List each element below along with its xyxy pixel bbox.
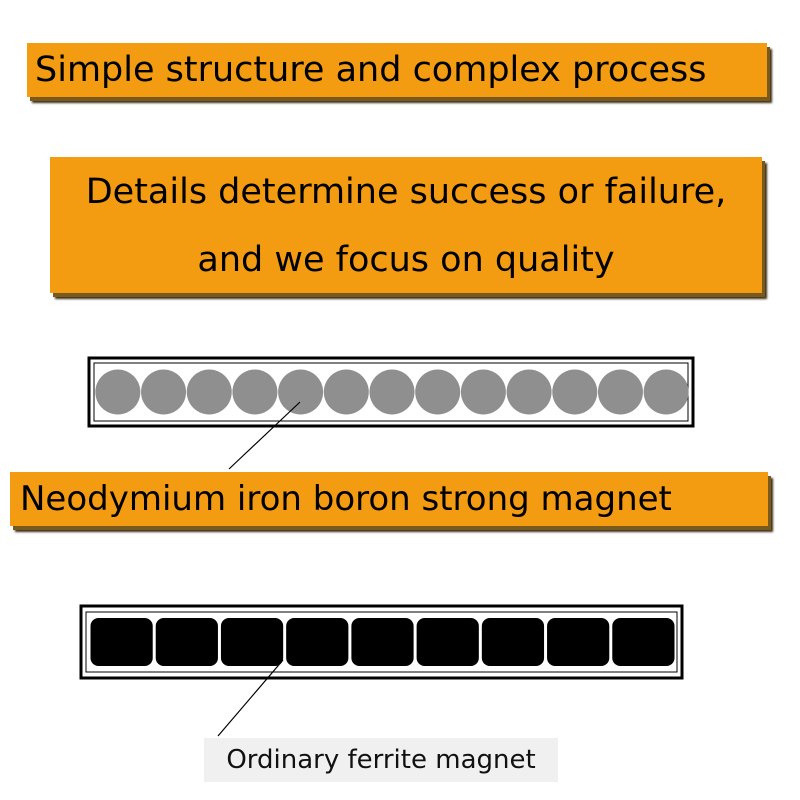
neodymium-magnet-disc — [141, 369, 187, 415]
neodymium-magnet-disc — [369, 369, 415, 415]
neodymium-strip — [87, 356, 695, 428]
ferrite-label-text: Ordinary ferrite magnet — [226, 745, 536, 775]
neodymium-magnet-disc — [232, 369, 278, 415]
neodymium-magnet-disc — [415, 369, 461, 415]
neodymium-magnet-disc — [597, 369, 643, 415]
ferrite-label: Ordinary ferrite magnet — [204, 738, 558, 782]
ferrite-magnet-block — [481, 618, 545, 666]
neodymium-label-text: Neodymium iron boron strong magnet — [20, 479, 672, 519]
subtitle-line-2: and we focus on quality — [197, 240, 615, 280]
neodymium-magnet-disc — [460, 369, 506, 415]
neodymium-magnet-disc — [323, 369, 369, 415]
neodymium-magnet-disc — [186, 369, 232, 415]
ferrite-magnets — [90, 618, 675, 666]
ferrite-magnet-block — [90, 618, 153, 666]
neodymium-magnet-disc — [552, 369, 598, 415]
title-banner: Simple structure and complex process — [27, 43, 767, 97]
neodymium-magnet-disc — [506, 369, 552, 415]
ferrite-magnet-block — [547, 618, 610, 666]
ferrite-magnet-block — [351, 618, 414, 666]
neodymium-label-banner: Neodymium iron boron strong magnet — [10, 472, 768, 526]
ferrite-magnet-block — [286, 618, 349, 666]
subtitle-banner: Details determine success or failure, an… — [50, 157, 762, 293]
neodymium-magnet-disc — [278, 369, 324, 415]
ferrite-pointer-line — [217, 659, 284, 737]
subtitle-line-1: Details determine success or failure, — [85, 172, 727, 212]
neodymium-magnet-disc — [95, 369, 141, 415]
ferrite-magnet-block — [155, 618, 218, 666]
title-text: Simple structure and complex process — [35, 50, 707, 90]
neodymium-magnet-disc — [643, 369, 689, 415]
ferrite-magnet-block — [416, 618, 479, 666]
neodymium-magnets — [95, 369, 689, 415]
ferrite-magnet-block — [220, 618, 284, 666]
ferrite-magnet-block — [612, 618, 675, 666]
ferrite-strip — [79, 604, 684, 680]
neodymium-pointer-line — [228, 401, 301, 470]
